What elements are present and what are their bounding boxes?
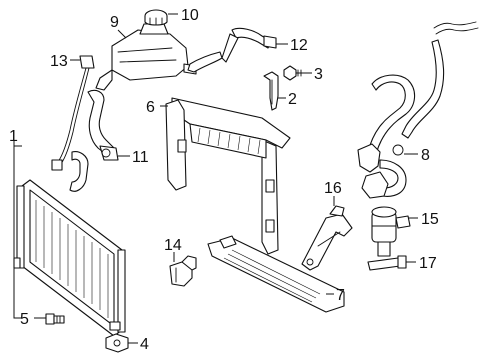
expansion-tank: [95, 23, 197, 91]
callout-9: 9: [110, 14, 119, 31]
expansion-tank-cap: [144, 9, 168, 26]
callout-8: 8: [421, 147, 430, 164]
radiator-hose-part-11: [69, 89, 119, 192]
callout-12: 12: [290, 37, 308, 54]
drain-plug-part-5: [45, 313, 65, 325]
bracket-part-2: [263, 71, 279, 111]
callout-4: 4: [140, 336, 149, 353]
screw-part-3: [283, 65, 307, 81]
sensor-part-13: [51, 55, 95, 171]
hose-assembly-part-8: [357, 21, 479, 199]
small-hose-part-17: [367, 255, 407, 271]
callout-3: 3: [314, 66, 323, 83]
callout-5: 5: [20, 311, 29, 328]
callout-13: 13: [50, 53, 68, 70]
leader-9: [117, 29, 127, 39]
callout-17: 17: [419, 255, 437, 272]
connector-part-14: [169, 255, 197, 287]
leader-lines: [13, 13, 418, 344]
callout-11: 11: [132, 149, 149, 166]
mount-part-4: [105, 333, 129, 353]
leader-1: [13, 145, 22, 319]
callout-6: 6: [146, 99, 155, 116]
pump-bracket-part-16: [301, 205, 353, 271]
callout-16: 16: [324, 180, 342, 197]
radiator-support: [165, 97, 291, 255]
callout-2: 2: [288, 91, 297, 108]
radiator: [13, 179, 126, 337]
callout-1: 1: [9, 128, 18, 145]
callout-7: 7: [336, 287, 345, 304]
callout-15: 15: [421, 211, 439, 228]
splash-shield: [207, 235, 345, 313]
callout-10: 10: [181, 7, 199, 24]
callout-labels: 1 2 3 4 5 6 7 8 9 10 11 12 13 14 15 16 1…: [9, 7, 439, 353]
water-pump-part-15: [371, 206, 411, 257]
bypass-hose-part-12: [187, 27, 277, 73]
callout-14: 14: [164, 237, 182, 254]
